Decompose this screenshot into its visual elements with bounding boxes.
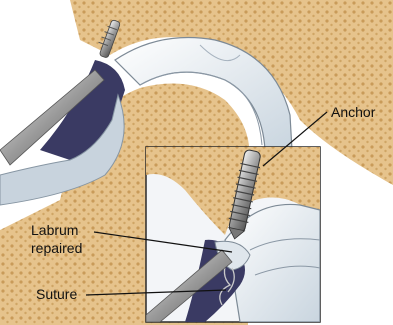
- suture-label: Suture: [36, 286, 77, 302]
- anchor-label: Anchor: [331, 104, 375, 120]
- labrum-label-line2: repaired: [31, 240, 82, 256]
- labrum-label-line1: Labrum: [31, 222, 78, 238]
